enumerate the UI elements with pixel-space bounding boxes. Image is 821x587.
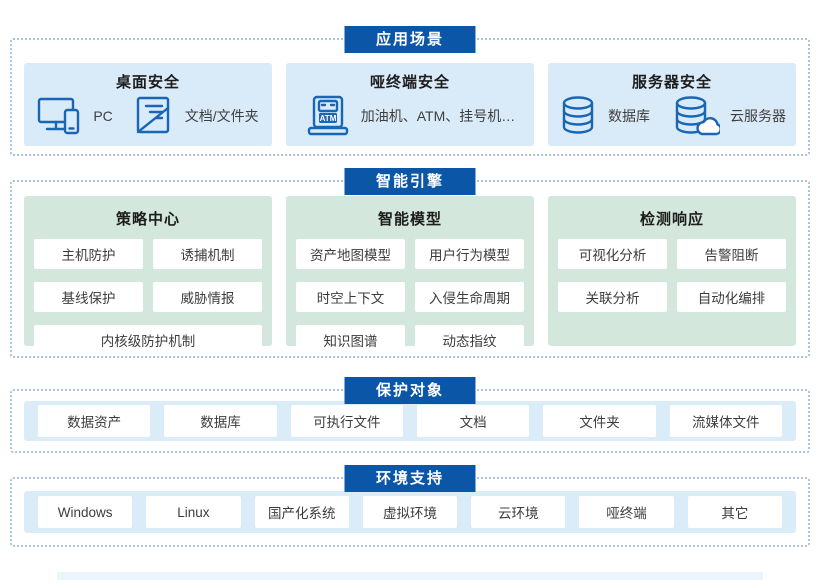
cutoff-next-section-strip: [57, 572, 763, 580]
panel-chips: 可视化分析 告警阻断 关联分析 自动化编排: [558, 239, 786, 312]
chip: 数据库: [164, 405, 277, 437]
panel-title: 策略中心: [115, 211, 180, 228]
chip: 文档: [416, 405, 530, 437]
chip: 诱捕机制: [153, 239, 262, 269]
panel-intelligent-model: 智能模型 资产地图模型 用户行为模型 时空上下文 入侵生命周期 知识图谱 动态指…: [286, 196, 534, 355]
card-title: 服务器安全: [631, 74, 712, 91]
item-atm-terminal: ATM 加油机、ATM、挂号机…: [305, 95, 516, 137]
chip: 自动化编排: [677, 282, 786, 312]
protected-objects-band: 数据资产 数据库 可执行文件 文档 文件夹 流媒体文件: [24, 401, 796, 441]
atm-icon-text: ATM: [319, 114, 336, 123]
panel-chips: 主机防护 诱捕机制 基线保护 威胁情报 内核级防护机制: [34, 239, 262, 355]
chip: 内核级防护机制: [34, 325, 262, 355]
chip: 哑终端: [579, 496, 674, 528]
chip: Windows: [38, 496, 133, 528]
item-label: 加油机、ATM、挂号机…: [360, 108, 516, 124]
section-intelligent-engine: 智能引擎 策略中心 主机防护 诱捕机制 基线保护 威胁情报 内核级防护机制 智能…: [10, 168, 810, 358]
chip: 威胁情报: [153, 282, 262, 312]
chip: Linux: [146, 496, 241, 528]
section-application-scenarios: 应用场景 桌面安全 PC: [10, 26, 810, 156]
pc-icon: [37, 95, 83, 137]
item-label: PC: [93, 108, 113, 124]
panel-title: 智能模型: [377, 211, 442, 228]
environment-support-band: Windows Linux 国产化系统 虚拟环境 云环境 哑终端 其它: [24, 491, 796, 533]
chip: 基线保护: [34, 282, 143, 312]
chip: 可视化分析: [558, 239, 667, 269]
panel-policy-center: 策略中心 主机防护 诱捕机制 基线保护 威胁情报 内核级防护机制: [24, 196, 272, 355]
item-label: 云服务器: [730, 108, 786, 124]
panel-chips: 资产地图模型 用户行为模型 时空上下文 入侵生命周期 知识图谱 动态指纹: [296, 239, 524, 355]
chip: 数据资产: [38, 405, 151, 437]
chip: 可执行文件: [290, 405, 403, 437]
chip: 主机防护: [34, 239, 143, 269]
item-cloud-server: 云服务器: [672, 95, 786, 137]
card-items: ATM 加油机、ATM、挂号机…: [292, 92, 528, 140]
panel-title: 检测响应: [639, 211, 704, 228]
chip: 国产化系统: [254, 496, 349, 528]
card-title: 哑终端安全: [369, 74, 450, 91]
card-dumb-terminal-security: 哑终端安全 ATM 加油机、ATM、挂号机…: [286, 63, 534, 146]
chip: 告警阻断: [677, 239, 786, 269]
item-document-folder: 文档/文件夹: [135, 95, 259, 137]
item-label: 文档/文件夹: [184, 108, 259, 124]
card-items: PC 文档/文件夹: [30, 92, 266, 140]
chip: 虚拟环境: [362, 496, 458, 528]
section-protected-objects: 保护对象 数据资产 数据库 可执行文件 文档 文件夹 流媒体文件: [10, 377, 810, 453]
panel-detection-response: 检测响应 可视化分析 告警阻断 关联分析 自动化编排: [548, 196, 796, 346]
item-label: 数据库: [608, 108, 650, 124]
section-badge-intelligent-engine: 智能引擎: [344, 168, 476, 195]
chip: 用户行为模型: [415, 239, 524, 269]
chip: 时空上下文: [296, 282, 405, 312]
section-environment-support: 环境支持 Windows Linux 国产化系统 虚拟环境 云环境 哑终端 其它: [10, 465, 810, 547]
section-badge-environment-support: 环境支持: [344, 465, 476, 492]
chip: 知识图谱: [296, 325, 405, 355]
chip: 关联分析: [558, 282, 667, 312]
atm-terminal-icon: ATM: [305, 95, 351, 137]
card-title: 桌面安全: [115, 74, 180, 91]
card-items: 数据库 云服务器: [554, 92, 790, 140]
section-badge-application-scenarios: 应用场景: [344, 26, 476, 53]
item-pc: PC: [37, 95, 113, 137]
chip: 动态指纹: [415, 325, 524, 355]
chip: 云环境: [471, 496, 566, 528]
section-badge-protected-objects: 保护对象: [344, 377, 476, 404]
item-database: 数据库: [558, 95, 650, 137]
card-server-security: 服务器安全 数据库: [548, 63, 796, 146]
chip: 文件夹: [543, 405, 656, 437]
chip: 其它: [687, 496, 782, 528]
cloud-server-icon: [672, 95, 720, 137]
database-icon: [558, 95, 598, 137]
chip: 流媒体文件: [669, 405, 782, 437]
chip: 入侵生命周期: [415, 282, 524, 312]
card-desktop-security: 桌面安全 PC: [24, 63, 272, 146]
chip: 资产地图模型: [296, 239, 405, 269]
document-folder-icon: [135, 95, 175, 137]
